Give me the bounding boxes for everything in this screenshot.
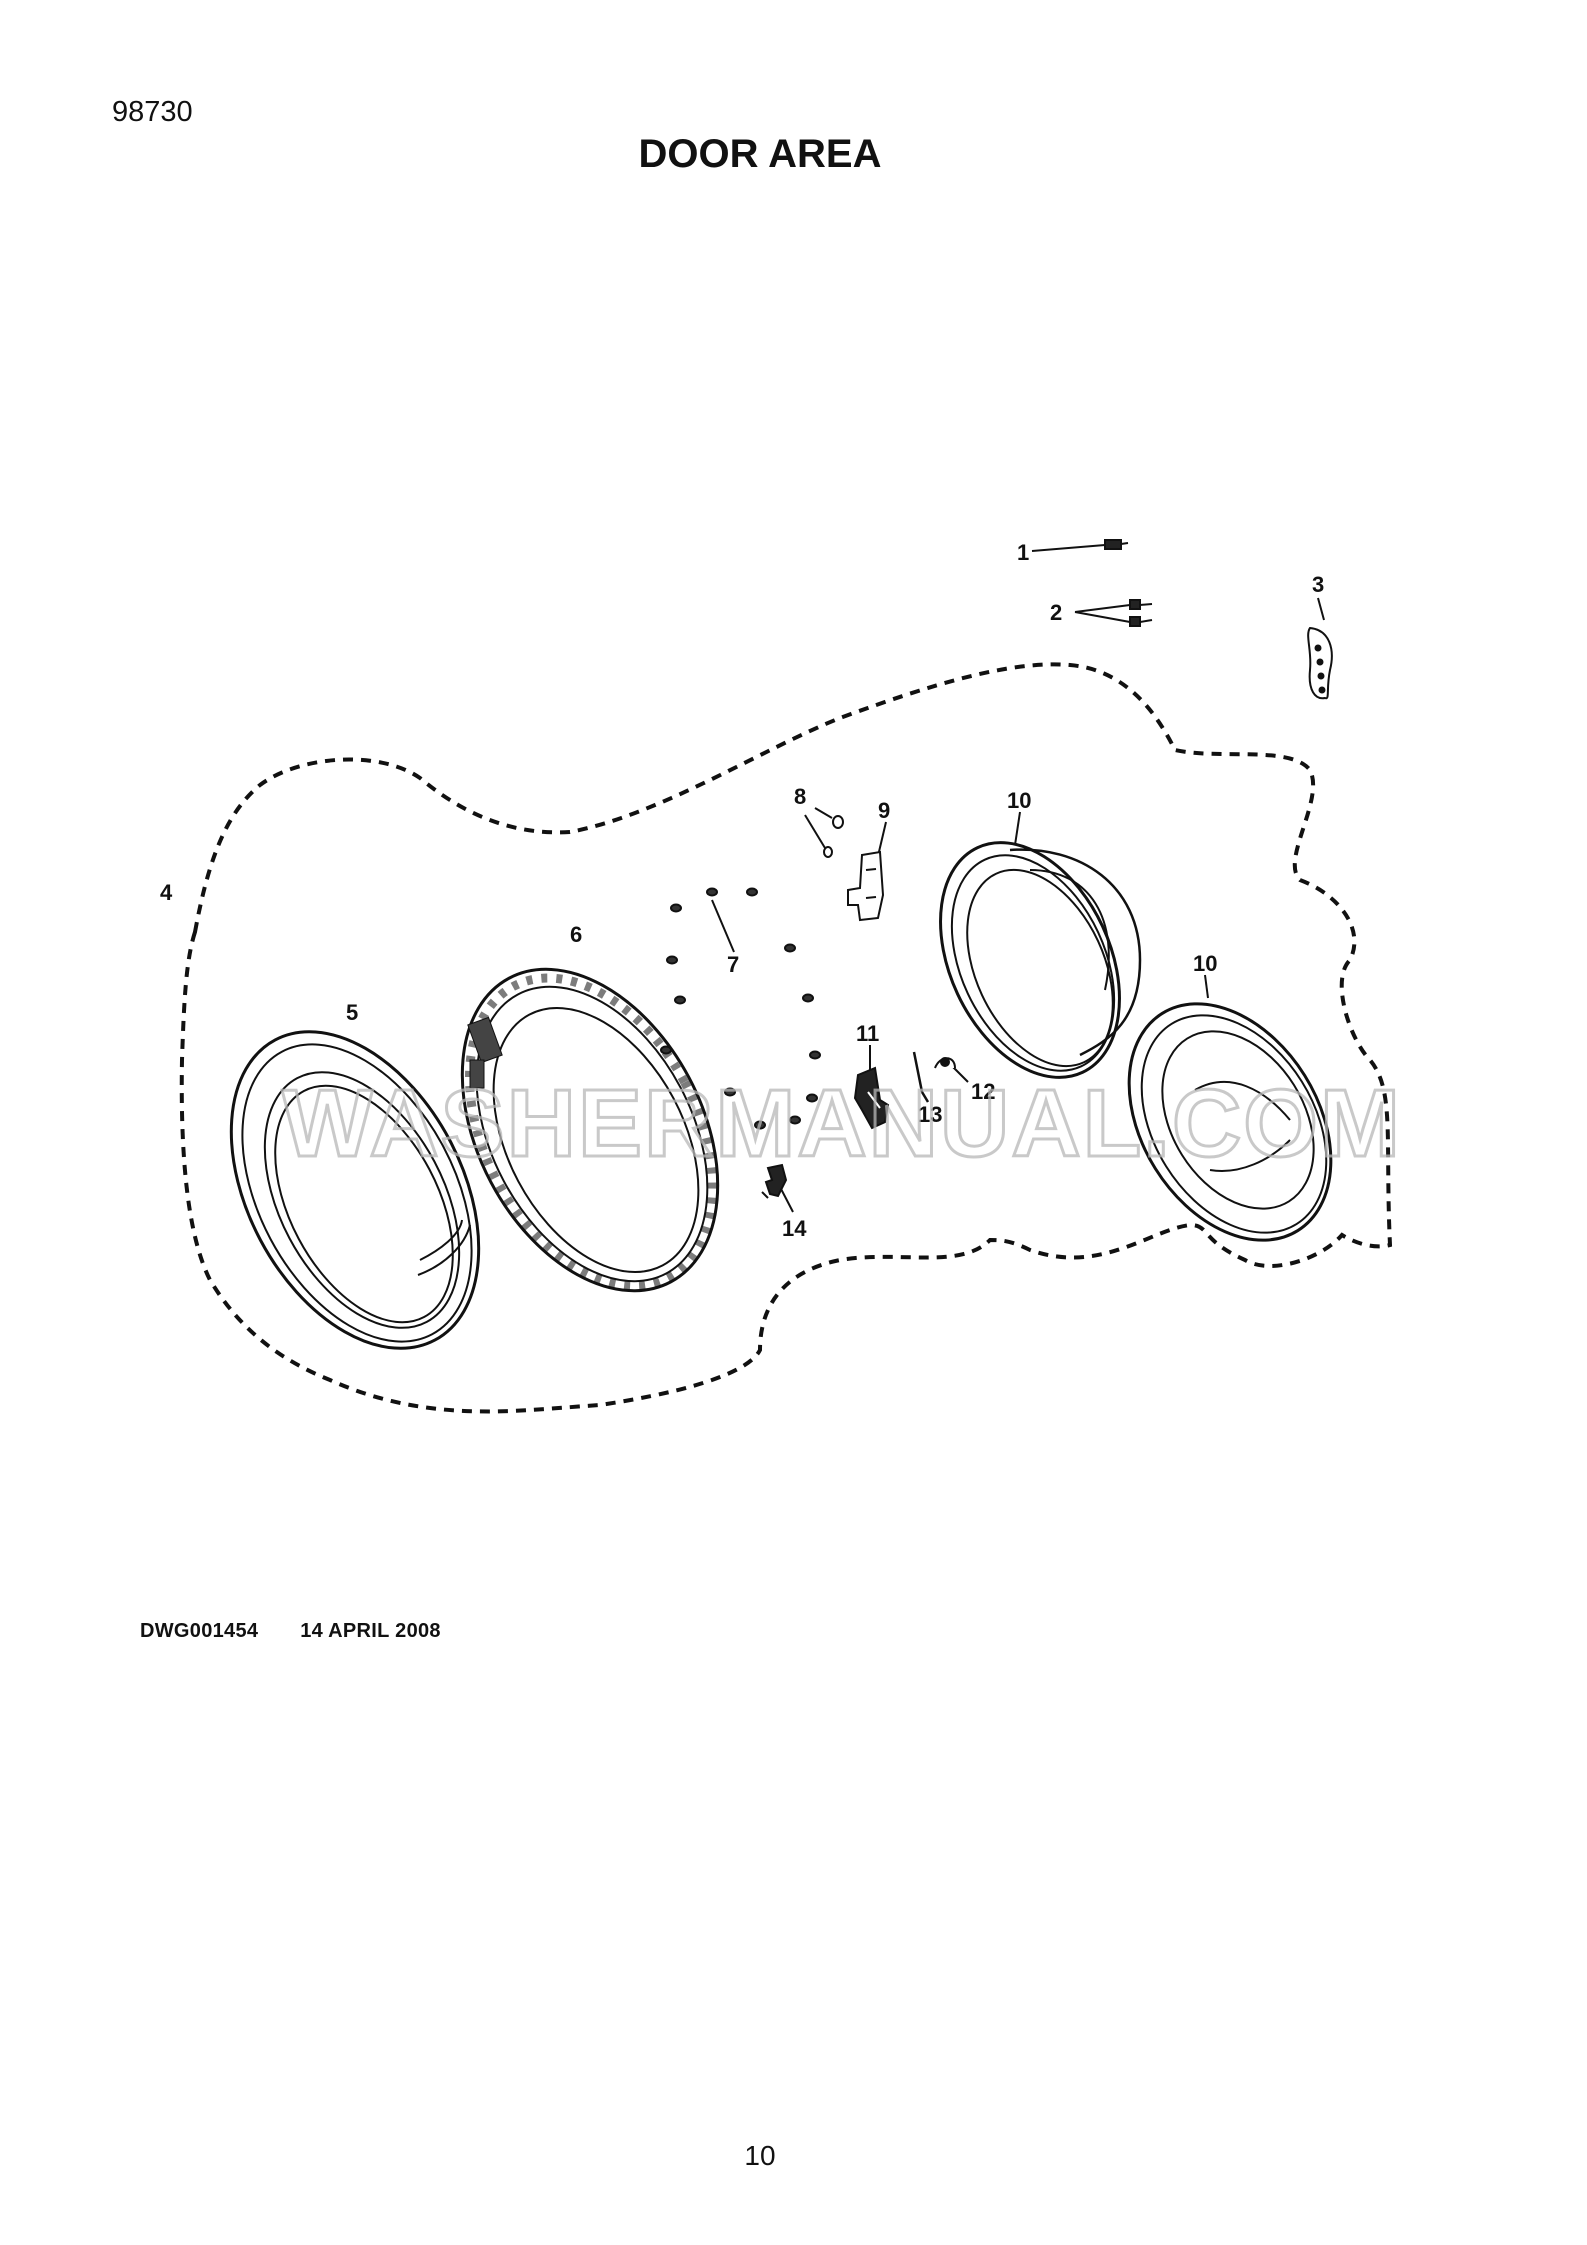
drawing-date: 14 APRIL 2008 [300,1620,441,1642]
part-13-pin [912,1051,930,1103]
drawing-footer: DWG001454 14 APRIL 2008 [140,1620,441,1643]
page-number: 10 [744,2140,776,2171]
callout-9: 9 [878,798,890,823]
callout-14: 14 [782,1216,807,1241]
callout-10-upper: 10 [1007,788,1031,813]
callout-5: 5 [346,1000,358,1025]
callout-4: 4 [160,880,173,905]
assembly-boundary [179,662,1393,1414]
callout-2: 2 [1050,600,1062,625]
callout-7: 7 [727,952,739,977]
part-1-screw [1031,539,1129,552]
callout-10-lower: 10 [1193,951,1217,976]
page-title: DOOR AREA [638,132,882,176]
part-9-door-hinge [847,821,887,922]
part-8-fastener [804,807,844,858]
part-14-clip [761,1163,794,1213]
part-5-door-outer-ring [229,1030,481,1350]
part-2-screws [1074,599,1153,627]
part-3-hinge-plate [1307,597,1333,700]
callout-1: 1 [1017,540,1029,565]
watermark: WASHERMANUAL.COM [282,1070,1402,1177]
part-10-door-glass-lower [1127,974,1333,1242]
part-10-door-glass-upper [939,811,1142,1079]
callout-11: 11 [856,1021,879,1046]
callout-13: 13 [918,1102,942,1127]
part-11-door-latch [853,1045,890,1130]
callout-6: 6 [570,922,582,947]
model-number: 98730 [112,96,193,128]
part-12-spring [934,1057,969,1083]
callout-8: 8 [794,784,806,809]
callout-12: 12 [971,1079,995,1104]
part-6-door-frame [460,967,720,1293]
part-7-fasteners [660,887,821,1130]
drawing-number: DWG001454 [140,1620,259,1642]
callout-3: 3 [1312,572,1324,597]
